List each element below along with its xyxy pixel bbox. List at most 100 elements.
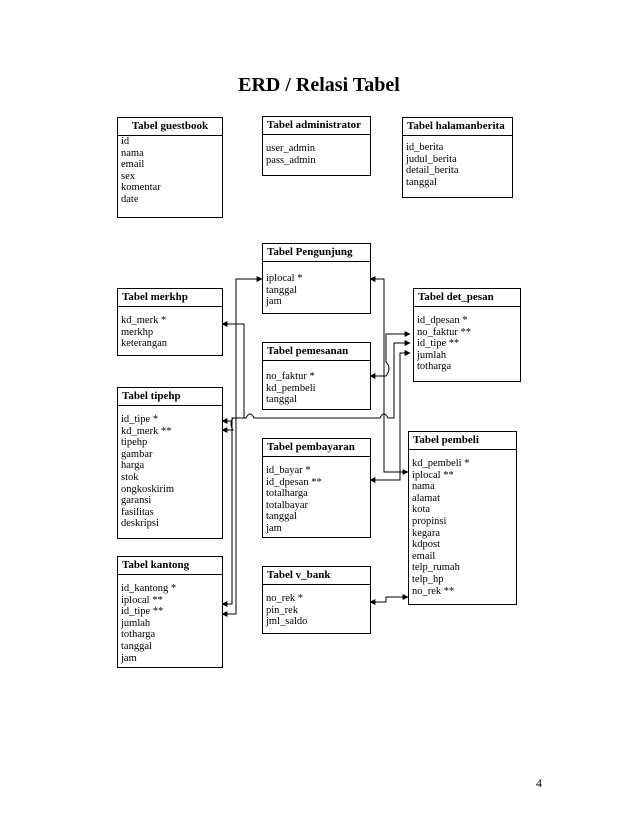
field: date (121, 193, 139, 205)
table-header: Tabel pemesanan (263, 343, 370, 361)
field: judul_berita (406, 153, 457, 165)
field: stok (121, 471, 139, 483)
field-list: user_admin pass_admin (263, 135, 370, 166)
field: id_berita (406, 142, 444, 153)
table-administrator: Tabel administrator user_admin pass_admi… (262, 116, 371, 176)
field: kegara (412, 527, 440, 539)
field: totharga (417, 361, 452, 373)
field: jam (121, 652, 137, 664)
field: nama (121, 147, 144, 159)
field: totalbayar (266, 499, 308, 511)
rel-tipehp-kantong (221, 421, 233, 607)
field: id_kantong * (121, 583, 177, 594)
field: id (121, 136, 130, 147)
field: totharga (121, 629, 156, 641)
table-header: Tabel tipehp (118, 388, 222, 406)
field: alamat (412, 492, 440, 504)
field: user_admin (266, 143, 315, 154)
field: tanggal (266, 284, 297, 296)
table-header: Tabel det_pesan (414, 289, 520, 307)
field: kdpost (412, 539, 441, 551)
field-list: iplocal * tanggal jam (263, 262, 370, 308)
field: jumlah (417, 349, 447, 361)
table-header: Tabel halamanberita (403, 118, 512, 136)
table-header: Tabel pembeli (409, 432, 516, 450)
table-header: Tabel merkhp (118, 289, 222, 307)
field: sex (121, 170, 135, 182)
rel-vbank-pembeli (369, 594, 409, 605)
table-header: Tabel administrator (263, 117, 370, 135)
field: iplocal * (266, 273, 303, 284)
field: jam (266, 296, 282, 308)
field: id_tipe ** (121, 606, 164, 618)
page-number: 4 (536, 776, 542, 790)
field: email (121, 159, 145, 171)
page-title: ERD / Relasi Tabel (238, 74, 400, 96)
table-pembayaran: Tabel pembayaran id_bayar * id_dpesan **… (262, 438, 371, 538)
field: pin_rek (266, 604, 299, 616)
table-guestbook: Tabel guestbook id nama email sex koment… (117, 117, 223, 218)
field: no_faktur ** (417, 326, 471, 338)
table-det-pesan: Tabel det_pesan id_dpesan * no_faktur **… (413, 288, 521, 382)
table-kantong: Tabel kantong id_kantong * iplocal ** id… (117, 556, 223, 668)
field: keterangan (121, 338, 168, 350)
field: id_tipe ** (417, 338, 460, 350)
field: garansi (121, 495, 152, 507)
field: jml_saldo (266, 616, 308, 628)
field: id_dpesan ** (266, 476, 322, 488)
field: iplocal ** (121, 594, 163, 606)
field: tanggal (266, 394, 297, 406)
table-pembeli: Tabel pembeli kd_pembeli * iplocal ** na… (408, 431, 517, 605)
field-list: no_faktur * kd_pembeli tanggal (263, 361, 370, 406)
field: ongkoskirim (121, 483, 175, 495)
field: kd_merk ** (121, 425, 172, 437)
field: id_bayar * (266, 465, 311, 476)
table-header: Tabel pembayaran (263, 439, 370, 457)
field: telp_rumah (412, 562, 460, 574)
table-header: Tabel guestbook (118, 118, 222, 136)
field: fasilitas (121, 506, 154, 518)
field: telp_hp (412, 573, 444, 585)
table-v-bank: Tabel v_bank no_rek * pin_rek jml_saldo (262, 566, 371, 634)
field-list: id_bayar * id_dpesan ** totalharga total… (263, 457, 370, 535)
table-tipehp: Tabel tipehp id_tipe * kd_merk ** tipehp… (117, 387, 223, 539)
field: tanggal (406, 176, 437, 188)
field: kd_pembeli * (412, 458, 470, 469)
rel-detpesan-pembayaran (369, 350, 411, 483)
field: totalharga (266, 488, 308, 500)
rel-pemesanan-detpesan (369, 331, 411, 379)
field: jam (266, 522, 282, 534)
table-halamanberita: Tabel halamanberita id_berita judul_beri… (402, 117, 513, 198)
table-header: Tabel kantong (118, 557, 222, 575)
field: detail_berita (406, 165, 459, 177)
field: pass_admin (266, 154, 316, 166)
field: no_rek ** (412, 585, 455, 597)
field: kd_merk * (121, 315, 167, 326)
field-list: id_tipe * kd_merk ** tipehp gambar harga… (118, 406, 222, 530)
table-merkhp: Tabel merkhp kd_merk * merkhp keterangan (117, 288, 223, 356)
field: id_tipe * (121, 414, 159, 425)
table-header: Tabel v_bank (263, 567, 370, 585)
field-list: id_kantong * iplocal ** id_tipe ** jumla… (118, 575, 222, 664)
table-pemesanan: Tabel pemesanan no_faktur * kd_pembeli t… (262, 342, 371, 410)
field: no_rek * (266, 593, 304, 604)
field-list: id_dpesan * no_faktur ** id_tipe ** juml… (414, 307, 520, 373)
field: kd_pembeli (266, 382, 316, 394)
field-list: id nama email sex komentar date (118, 136, 222, 206)
field: nama (412, 481, 435, 493)
field: no_faktur * (266, 371, 315, 382)
field: merkhp (121, 326, 154, 338)
field: komentar (121, 182, 161, 194)
field: jumlah (121, 617, 151, 629)
field-list: id_berita judul_berita detail_berita tan… (403, 136, 512, 188)
field: iplocal ** (412, 469, 454, 481)
table-pengunjung: Tabel Pengunjung iplocal * tanggal jam (262, 243, 371, 314)
field-list: kd_pembeli * iplocal ** nama alamat kota… (409, 450, 516, 597)
table-header: Tabel Pengunjung (263, 244, 370, 262)
rel-merkhp-tipehp (221, 321, 245, 433)
field-list: no_rek * pin_rek jml_saldo (263, 585, 370, 628)
field: harga (121, 460, 145, 472)
field: gambar (121, 448, 153, 460)
field: tanggal (121, 640, 152, 652)
